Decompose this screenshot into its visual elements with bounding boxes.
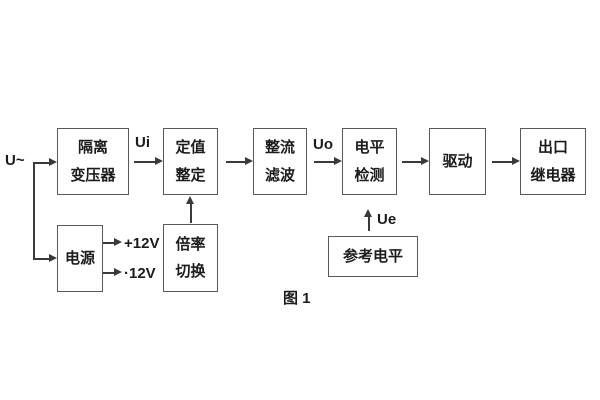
arrow-power-neg12v xyxy=(103,272,114,274)
arrowhead-power-neg12v xyxy=(114,268,122,276)
figure-caption: 图 1 xyxy=(283,290,311,307)
block-label: 驱动 xyxy=(442,153,473,170)
arrowhead-reference-to-level xyxy=(364,209,372,217)
arrowhead-power-pos12v xyxy=(114,238,122,246)
signal-ue-label: Ue xyxy=(377,211,397,228)
block-setpoint-adjust: 定值 整定 xyxy=(163,128,218,195)
arrow-power-pos12v xyxy=(103,242,114,244)
arrowhead-transformer-to-setpoint xyxy=(155,157,163,165)
block-label: 滤波 xyxy=(264,166,295,184)
block-label: 倍率 xyxy=(175,235,206,253)
block-label: 电源 xyxy=(64,250,95,267)
arrow-rectifier-to-level xyxy=(314,161,334,163)
block-label: 变压器 xyxy=(70,166,116,184)
input-voltage-label: U~ xyxy=(5,152,25,169)
block-label: 参考电平 xyxy=(342,248,403,265)
arrowhead-setpoint-to-rectifier xyxy=(245,157,253,165)
block-reference-level: 参考电平 xyxy=(328,236,418,277)
block-label: 电平 xyxy=(354,139,385,157)
block-label: 隔离 xyxy=(77,139,108,157)
block-level-detect: 电平 检测 xyxy=(342,128,397,195)
block-output-relay: 出口 继电器 xyxy=(520,128,586,195)
arrowhead-input-to-power xyxy=(49,254,57,262)
block-label: 切换 xyxy=(175,263,206,281)
power-neg12v-label: ·12V xyxy=(124,265,156,282)
signal-ui-label: Ui xyxy=(135,134,150,151)
block-label: 定值 xyxy=(175,139,206,157)
arrowhead-rectifier-to-level xyxy=(334,157,342,165)
block-multiplier-switch: 倍率 切换 xyxy=(163,224,218,292)
block-label: 继电器 xyxy=(530,166,576,184)
arrow-drive-to-relay xyxy=(492,161,512,163)
arrow-input-to-transformer xyxy=(33,162,50,164)
block-isolation-transformer: 隔离 变压器 xyxy=(57,128,129,195)
arrow-transformer-to-setpoint xyxy=(134,161,155,163)
block-label: 整流 xyxy=(264,139,295,157)
arrow-reference-to-level xyxy=(368,216,370,231)
arrow-level-to-drive xyxy=(402,161,421,163)
arrow-setpoint-to-rectifier xyxy=(226,161,245,163)
input-branch-line xyxy=(33,163,35,259)
block-label: 出口 xyxy=(537,139,568,157)
arrow-multiplier-to-setpoint xyxy=(190,203,192,223)
arrowhead-level-to-drive xyxy=(421,157,429,165)
power-pos12v-label: +12V xyxy=(124,235,160,252)
signal-uo-label: Uo xyxy=(313,136,333,153)
arrow-input-to-power xyxy=(33,258,50,260)
arrowhead-multiplier-to-setpoint xyxy=(186,196,194,204)
block-label: 检测 xyxy=(354,166,385,184)
block-rectifier-filter: 整流 滤波 xyxy=(253,128,307,195)
arrowhead-input-to-transformer xyxy=(49,158,57,166)
arrowhead-drive-to-relay xyxy=(512,157,520,165)
block-label: 整定 xyxy=(175,166,206,184)
block-power-supply: 电源 xyxy=(57,225,103,292)
block-drive: 驱动 xyxy=(429,128,486,195)
